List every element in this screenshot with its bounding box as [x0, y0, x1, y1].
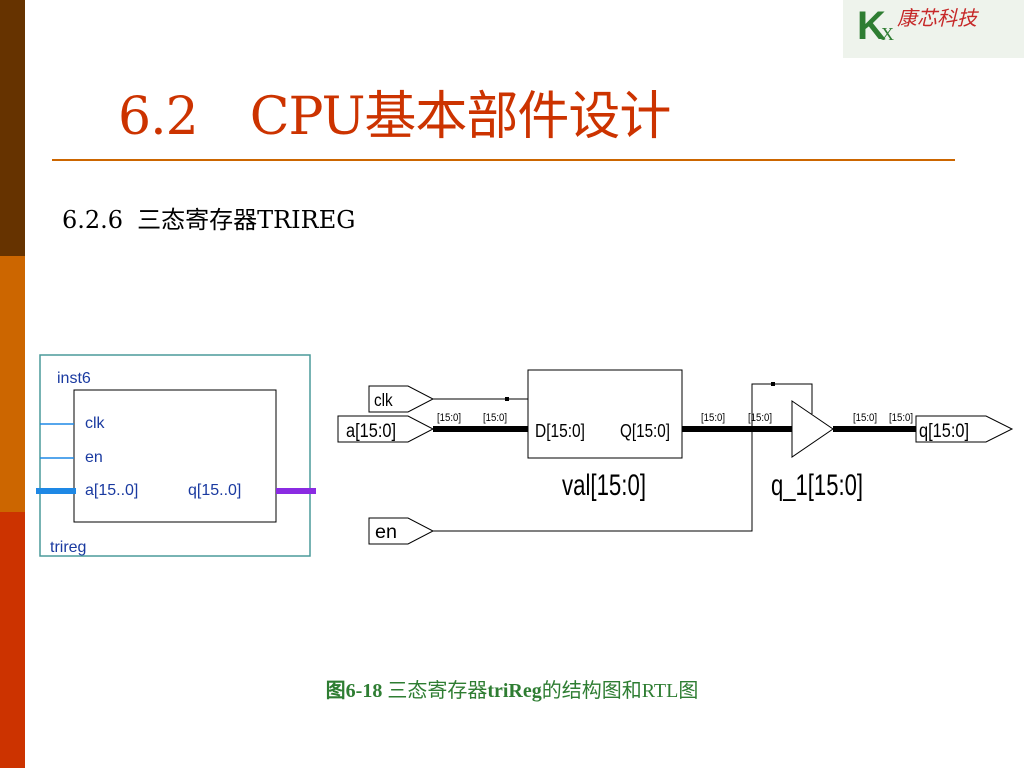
section-number: 6.2.6 — [62, 206, 124, 234]
rtl-schematic: clk a[15:0] en [15:0] [15:0] D[15:0] Q[1… — [337, 369, 1014, 545]
en-wire-dot — [771, 382, 775, 386]
bus-tag-a2: [15:0] — [483, 412, 507, 424]
logo-subscript: X — [881, 24, 894, 44]
company-logo — [843, 0, 1024, 58]
register-name: val[15:0] — [562, 469, 646, 502]
slide-title: 6.2 CPU基本部件设计 — [118, 74, 672, 149]
bus-tag-v1: [15:0] — [701, 412, 725, 424]
a-input-port — [337, 415, 435, 443]
register-block — [527, 369, 683, 459]
section-heading: 6.2.6 三态寄存器TRIREG — [62, 200, 369, 235]
en-port-label: en — [375, 522, 397, 543]
logo-letter: K — [857, 4, 886, 48]
a-pin-label: a[15..0] — [85, 482, 138, 499]
en-input-port — [368, 517, 435, 545]
caption-prefix: 图6-18 — [325, 680, 383, 702]
sidebar-segment-top — [0, 0, 25, 256]
title-number: 6.2 — [118, 87, 199, 147]
tristate-name: q_1[15:0] — [771, 469, 863, 502]
sidebar-segment-bottom — [0, 512, 25, 768]
q-pin-label: q[15..0] — [188, 482, 241, 499]
logo-text: 康芯科技 — [897, 6, 977, 30]
trireg-symbol: inst6 trireg clk en a[15..0] q[15..0] — [36, 354, 316, 557]
caption-suffix: 的结构图和RTL图 — [541, 680, 699, 702]
en-pin-label: en — [85, 449, 103, 466]
figure-caption: 图6-18 三态寄存器triReg的结构图和RTL图 — [0, 674, 1024, 703]
q-output-port — [915, 415, 1014, 443]
bus-tag-q1: [15:0] — [853, 412, 877, 424]
bus-tag-v2: [15:0] — [748, 412, 772, 424]
section-title: 三态寄存器TRIREG — [137, 206, 356, 234]
tristate-buffer — [791, 400, 834, 458]
symbol-body — [73, 389, 277, 523]
title-text: CPU基本部件设计 — [249, 87, 672, 147]
bus-tag-q2: [15:0] — [889, 412, 913, 424]
symbol-type-label: trireg — [50, 539, 86, 556]
caption-name: triReg — [487, 680, 542, 702]
sidebar-decoration — [0, 0, 25, 768]
caption-middle: 三态寄存器 — [382, 680, 488, 702]
q-port-label: q[15:0] — [919, 421, 969, 442]
symbol-frame — [39, 354, 311, 557]
title-divider — [52, 159, 955, 161]
instance-label: inst6 — [57, 370, 91, 387]
register-d-port: D[15:0] — [535, 421, 585, 441]
en-control-wire — [433, 383, 813, 532]
clk-input-port — [368, 385, 435, 413]
clk-pin-label: clk — [85, 415, 106, 432]
sidebar-segment-middle — [0, 256, 25, 512]
clk-wire-dot — [505, 397, 509, 401]
clk-port-label: clk — [374, 390, 393, 410]
bus-tag-a1: [15:0] — [437, 412, 461, 424]
register-q-port: Q[15:0] — [620, 421, 670, 441]
a-port-label: a[15:0] — [346, 421, 396, 442]
